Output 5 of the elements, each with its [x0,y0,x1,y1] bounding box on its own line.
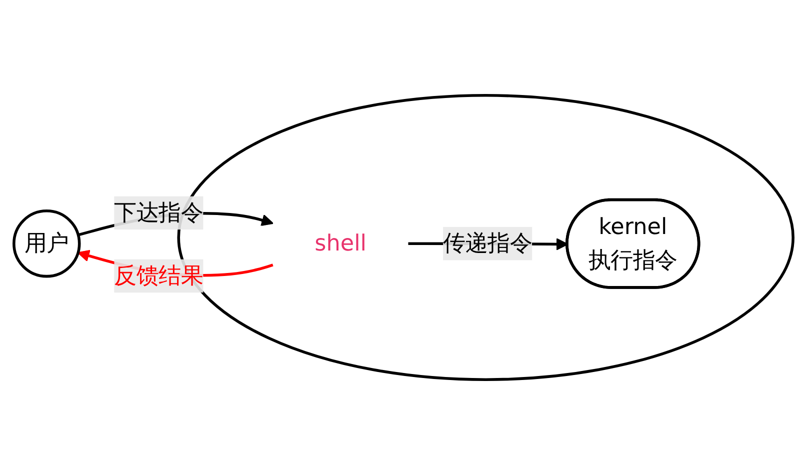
node-circle: 用户 [12,209,81,278]
edge-label: 下达指令 [114,199,204,226]
edge-label: 传递指令 [443,230,532,256]
node-text: shell [314,230,366,256]
edge-label: 反馈结果 [114,262,204,288]
